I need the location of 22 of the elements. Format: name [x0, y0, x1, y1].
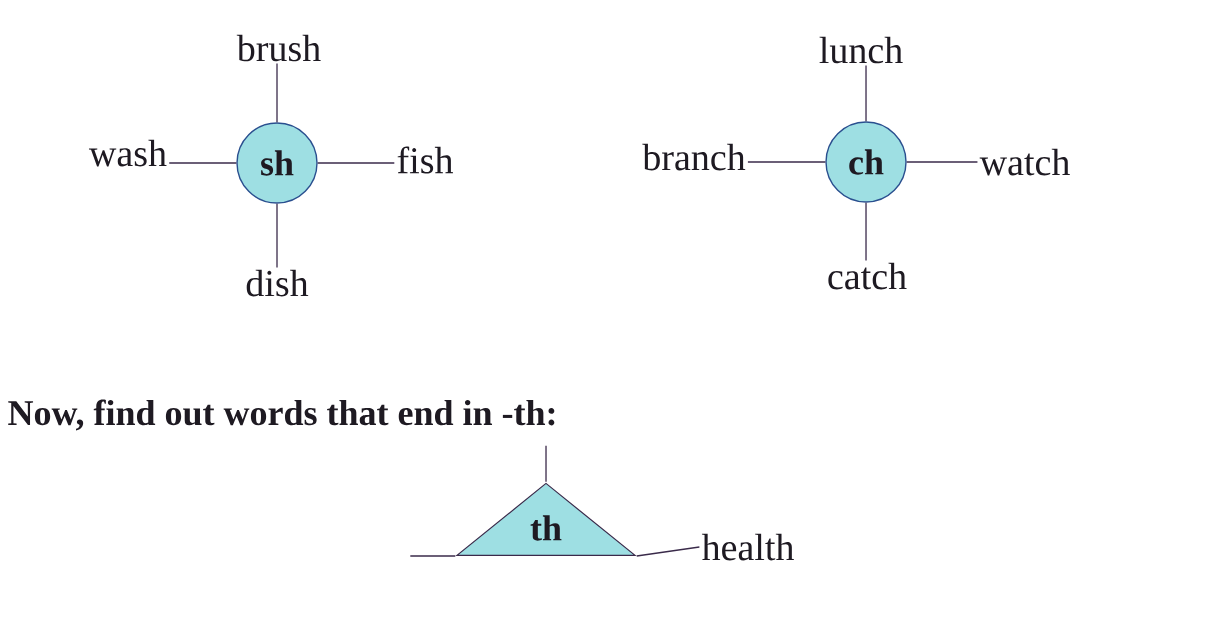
word: lunch [819, 36, 903, 64]
word: health [701, 533, 794, 561]
line [636, 546, 701, 557]
letter: th [530, 515, 562, 541]
line [409, 555, 456, 557]
line [317, 162, 395, 164]
word: wash [89, 139, 167, 167]
word: watch [979, 148, 1070, 176]
line [276, 203, 278, 269]
line [865, 202, 867, 262]
line [545, 445, 547, 483]
line [747, 161, 826, 163]
line [906, 161, 979, 163]
word: branch [642, 143, 746, 171]
word: brush [236, 34, 321, 62]
line [276, 62, 278, 123]
word: catch [828, 262, 907, 290]
word: dish [246, 269, 309, 297]
heading: Now, find out words that end in -th: [8, 399, 555, 431]
line [168, 162, 237, 164]
line [865, 64, 867, 122]
word: fish [397, 146, 453, 174]
